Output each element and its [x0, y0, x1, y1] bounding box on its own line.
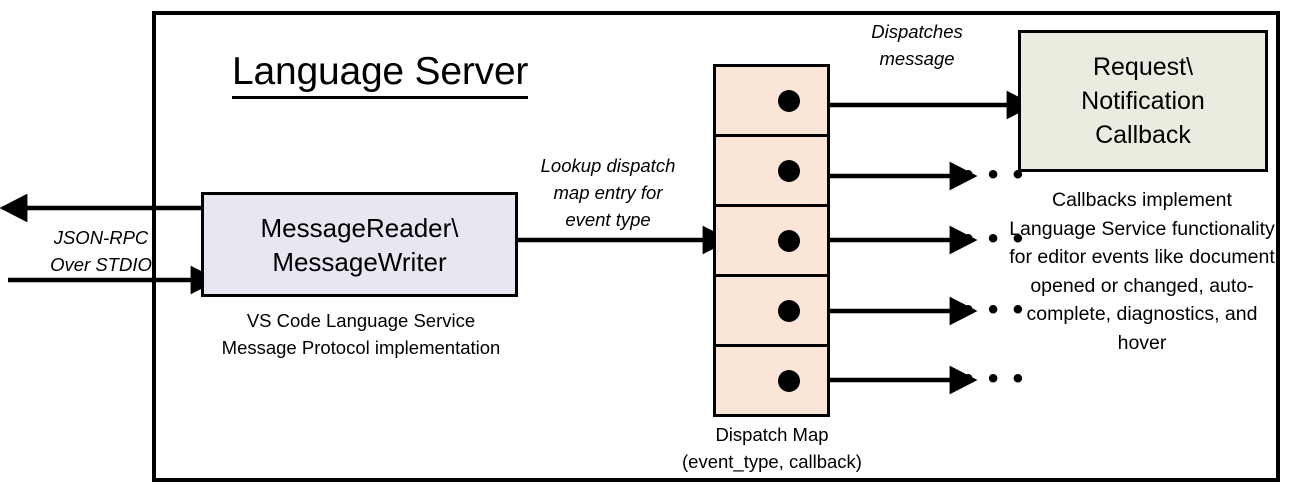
lookup-label-line2: map entry for — [553, 182, 663, 203]
caption-line-1: VS Code Language Service — [246, 310, 476, 331]
callback-line-1: Request\ — [1092, 53, 1194, 81]
dispatch-map-caption: Dispatch Map (event_type, callback) — [650, 421, 894, 475]
callback-line-3: Callback — [1095, 121, 1191, 149]
transport-label-line2: Over STDIO — [50, 254, 152, 275]
dispatch-map-row[interactable] — [716, 207, 827, 277]
lookup-dispatch-label: Lookup dispatch map entry for event type — [516, 152, 700, 233]
callback-line-2: Notification — [1081, 87, 1205, 115]
dispatches-label-line1: Dispatches — [871, 21, 963, 42]
caption-line-2: Message Protocol implementation — [221, 337, 501, 358]
message-reader-writer-caption: VS Code Language Service Message Protoco… — [196, 307, 526, 361]
ellipsis-row-2: • • • — [963, 158, 1027, 191]
dispatch-map-caption-line1: Dispatch Map — [715, 424, 829, 445]
message-reader-label: MessageReader\ — [260, 212, 459, 243]
dispatch-map-row[interactable] — [716, 137, 827, 207]
message-reader-writer-box[interactable]: MessageReader\ MessageWriter — [201, 192, 518, 297]
dispatch-map-row[interactable] — [716, 277, 827, 347]
dispatch-map-caption-line2: (event_type, callback) — [682, 451, 862, 472]
dispatch-map-table[interactable] — [713, 64, 830, 417]
callback-dot-icon — [778, 159, 800, 182]
dispatches-label-line2: message — [879, 48, 955, 69]
callback-dot-icon — [778, 369, 800, 392]
callback-dot-icon — [778, 299, 800, 322]
dispatch-map-row[interactable] — [716, 347, 827, 414]
language-server-boundary — [152, 11, 1280, 482]
lookup-label-line1: Lookup dispatch — [540, 155, 676, 176]
transport-label: JSON-RPC Over STDIO — [26, 224, 176, 278]
callback-dot-icon — [778, 89, 800, 112]
message-writer-label: MessageWriter — [272, 246, 447, 277]
page-title: Language Server — [232, 48, 528, 99]
ellipsis-row-5: • • • — [963, 362, 1027, 395]
transport-label-line1: JSON-RPC — [53, 227, 149, 248]
lookup-label-line3: event type — [565, 209, 651, 230]
dispatch-map-row[interactable] — [716, 67, 827, 137]
callback-description: Callbacks implement Language Service fun… — [1009, 189, 1275, 354]
dispatches-message-label: Dispatches message — [838, 18, 996, 72]
request-notification-callback-box[interactable]: Request\ Notification Callback — [1018, 30, 1268, 172]
callback-dot-icon — [778, 229, 800, 252]
